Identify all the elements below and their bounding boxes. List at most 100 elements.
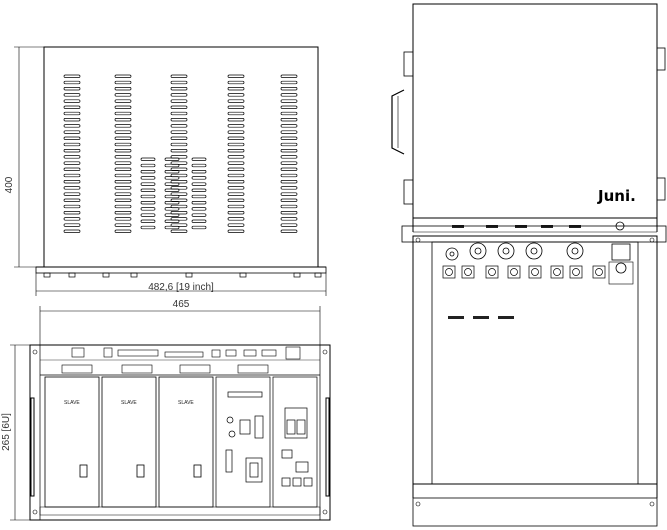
vent-slot (228, 100, 244, 103)
slave-module-3 (159, 377, 213, 507)
vent-slot (171, 131, 187, 134)
vent-slot (228, 187, 244, 190)
vent-slot (228, 143, 244, 146)
vent-slot (228, 230, 244, 233)
vent-slot (115, 94, 131, 97)
vent-slot (192, 183, 206, 186)
vent-slot (115, 125, 131, 128)
vent-slot (192, 208, 206, 211)
vent-slot (64, 143, 80, 146)
vent-slot (64, 162, 80, 165)
vent-slot (64, 94, 80, 97)
vent-slot (64, 230, 80, 233)
vent-slot (141, 226, 155, 229)
vent-slot (64, 211, 80, 214)
vent-slot (141, 170, 155, 173)
top-view-outline (44, 47, 318, 267)
vent-slot (115, 131, 131, 134)
vent-slot (281, 149, 297, 152)
vent-slot (115, 193, 131, 196)
rear-connector (508, 266, 520, 278)
rail-foot (69, 273, 75, 277)
vent-slot (115, 199, 131, 202)
vent-slot (115, 143, 131, 146)
rear-view (402, 226, 666, 526)
vent-slot (281, 156, 297, 159)
vent-slot (141, 220, 155, 223)
height-dimension (10, 345, 30, 520)
rear-connector-socket (596, 269, 603, 276)
vent-slot (64, 168, 80, 171)
vent-slot (115, 224, 131, 227)
control-module (216, 377, 270, 507)
vent-slot (281, 205, 297, 208)
vent-slot (281, 118, 297, 121)
vent-slot (115, 162, 131, 165)
vent-slot (228, 112, 244, 115)
vent-slot (64, 174, 80, 177)
vent-slot (64, 125, 80, 128)
vent-slot (115, 180, 131, 183)
vent-slot (228, 156, 244, 159)
vent-slot (281, 224, 297, 227)
vent-slot (171, 143, 187, 146)
width-19in-label: 482,6 [19 inch] (148, 282, 214, 293)
slave-module-1 (45, 377, 99, 507)
rear-connector (551, 266, 563, 278)
vent-slot (115, 81, 131, 84)
rear-connector-socket (511, 269, 518, 276)
vent-slot (192, 170, 206, 173)
rail-foot (44, 273, 50, 277)
vent-slot (64, 131, 80, 134)
side-view-outline (413, 4, 657, 218)
vent-slot (64, 205, 80, 208)
vent-slot (64, 199, 80, 202)
vent-slot (115, 187, 131, 190)
vent-slot (171, 230, 187, 233)
vent-slot (64, 87, 80, 90)
vent-slot (192, 226, 206, 229)
vent-slot (64, 100, 80, 103)
vent-slot (281, 106, 297, 109)
vent-slot (171, 94, 187, 97)
vent-slot (228, 224, 244, 227)
slave-labels: SLAVE SLAVE SLAVE (64, 400, 194, 406)
vent-slot (228, 180, 244, 183)
vent-slot (281, 137, 297, 140)
rear-label-pads (448, 316, 514, 319)
vent-slot (115, 211, 131, 214)
vent-slot (64, 224, 80, 227)
slave-module-2 (102, 377, 156, 507)
rear-connector (443, 266, 455, 278)
vent-slot (281, 193, 297, 196)
depth-dimension (14, 47, 44, 267)
vent-slot (171, 149, 187, 152)
vent-slot (228, 199, 244, 202)
vent-slot (141, 189, 155, 192)
vent-slot (171, 100, 187, 103)
rear-rail (402, 226, 666, 242)
vent-slot (228, 106, 244, 109)
slave-modules (45, 377, 213, 507)
rail-feet (44, 273, 321, 277)
vent-slot (281, 143, 297, 146)
vent-slot (64, 75, 80, 78)
front-view (30, 345, 330, 520)
vent-slot (64, 112, 80, 115)
vent-slot (64, 156, 80, 159)
vent-slot (115, 112, 131, 115)
vent-slot (192, 158, 206, 161)
vent-slot (228, 174, 244, 177)
rail-foot (131, 273, 137, 277)
vent-slot (281, 218, 297, 221)
vent-slot (115, 218, 131, 221)
vent-slot (281, 187, 297, 190)
rear-connector (486, 266, 498, 278)
rear-connector (570, 266, 582, 278)
vent-slot (192, 164, 206, 167)
vent-slot (141, 158, 155, 161)
vent-slot (228, 118, 244, 121)
power-module (273, 377, 317, 507)
vent-slot (228, 81, 244, 84)
